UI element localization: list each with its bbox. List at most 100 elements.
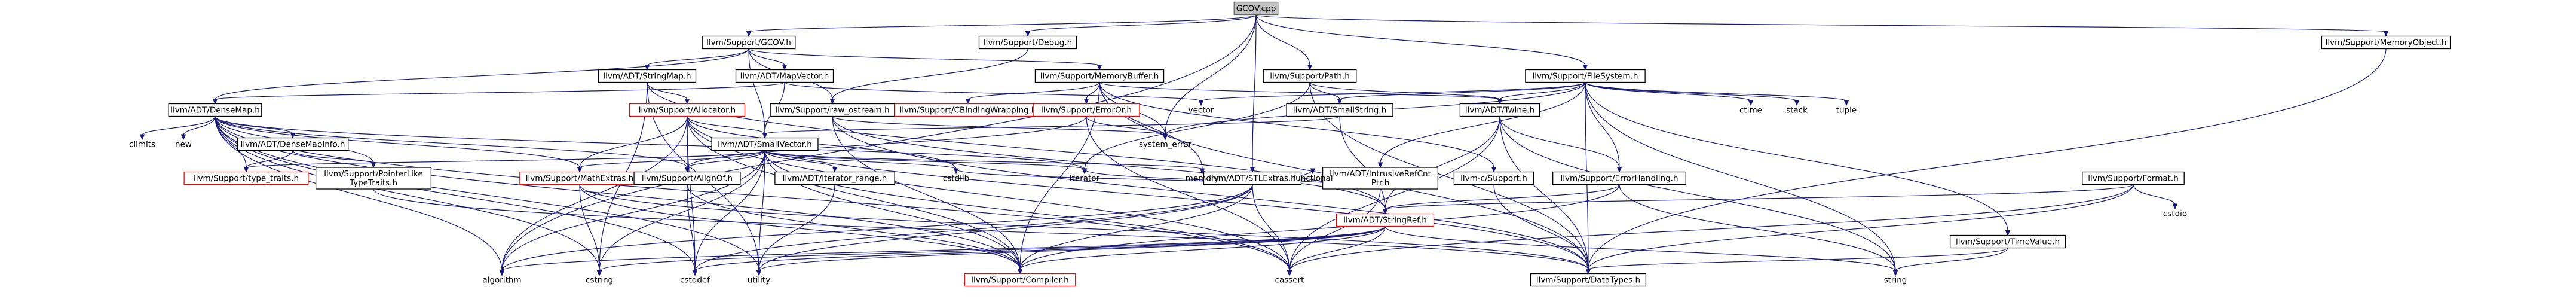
edge-supp_errhandling-to-string <box>1619 184 1896 272</box>
edge-supp_filesystem-to-vector <box>1200 81 1586 102</box>
node-label-cassert: cassert <box>1275 276 1304 285</box>
arrowhead-adt_stlextras-to-cstdlib <box>953 168 959 175</box>
arrowhead-adt_stringref-to-supp_compiler <box>1017 269 1023 275</box>
node-adt_densemapinfo[interactable]: llvm/ADT/DenseMapInfo.h <box>237 137 349 151</box>
arrowhead-supp_filesystem-to-adt_intrusive <box>1377 162 1383 169</box>
edge-supp_path-to-supp_datatypes <box>1309 82 1589 270</box>
node-label-ctime: ctime <box>1739 106 1762 115</box>
node-adt_smallstring[interactable]: llvm/ADT/SmallString.h <box>1286 103 1393 117</box>
arrowhead-supp_filesystem-to-adt_smallstring <box>1337 99 1343 105</box>
arrowhead-supp_erroror-to-system_error <box>1162 134 1168 141</box>
edge-adt_stringref-to-cstring <box>599 226 1386 272</box>
node-llvm_c_support[interactable]: llvm-c/Support.h <box>1453 171 1534 185</box>
node-box-supp_allocator <box>629 103 746 117</box>
edge-adt_stringmap-to-supp_allocator <box>647 82 688 100</box>
node-supp_compiler[interactable]: llvm/Support/Compiler.h <box>964 273 1076 287</box>
edge-adt_smallvector-to-supp_typetraits <box>246 150 765 169</box>
node-label-cstdlib: cstdlib <box>943 174 969 184</box>
node-box-supp_debug <box>978 35 1077 50</box>
node-supp_membuf[interactable]: llvm/Support/MemoryBuffer.h <box>1034 69 1165 83</box>
edge-adt_twine-to-supp_datatypes <box>1499 116 1589 270</box>
node-supp_erroror[interactable]: llvm/Support/ErrorOr.h <box>1033 103 1140 117</box>
node-adt_iterrange[interactable]: llvm/ADT/iterator_range.h <box>774 171 895 185</box>
edge-adt_densemap-to-adt_densemapinfo <box>215 116 293 135</box>
node-label-stack: stack <box>1786 106 1808 115</box>
node-supp_rawostream[interactable]: llvm/Support/raw_ostream.h <box>770 103 895 117</box>
edge-supp_filesystem-to-adt_smallstring <box>1339 81 1586 100</box>
node-system_error: system_error <box>1139 140 1192 150</box>
node-supp_filesystem[interactable]: llvm/Support/FileSystem.h <box>1525 69 1646 83</box>
node-supp_debug[interactable]: llvm/Support/Debug.h <box>978 35 1077 50</box>
node-label-llvm_c_support: llvm-c/Support.h <box>1460 174 1527 184</box>
arrowhead-supp_debug-to-supp_rawostream <box>829 99 835 105</box>
arrowhead-adt_twine-to-supp_errhandling <box>1616 167 1622 173</box>
arrowhead-supp_format-to-cstdio <box>2172 203 2178 210</box>
edge-gcov-to-system_error <box>1165 14 1257 136</box>
edge-supp_membuf-to-supp_erroror <box>1086 82 1100 100</box>
node-supp_alignof[interactable]: llvm/Support/AlignOf.h <box>633 171 741 185</box>
arrowhead-supp_filesystem-to-stack <box>1794 100 1800 106</box>
node-supp_format[interactable]: llvm/Support/Format.h <box>2082 171 2185 185</box>
node-label-supp_errhandling: llvm/Support/ErrorHandling.h <box>1560 174 1678 184</box>
arrowhead-adt_densemapinfo-to-supp_ptrlike <box>370 162 376 169</box>
node-label-supp_erroror: llvm/Support/ErrorOr.h <box>1041 106 1132 115</box>
node-supp_path[interactable]: llvm/Support/Path.h <box>1263 69 1357 83</box>
arrowhead-supp_gcov-to-supp_membuf <box>1096 65 1102 71</box>
edge-supp_format-to-supp_datatypes <box>1588 184 2134 270</box>
edge-adt_densemapinfo-to-supp_ptrlike <box>292 150 374 164</box>
arrowhead-supp_membuf-to-llvm_c_support <box>1491 167 1497 173</box>
node-supp_mathextras[interactable]: llvm/Support/MathExtras.h <box>519 171 640 185</box>
node-box-adt_smallstring <box>1286 103 1393 117</box>
node-adt_stringref[interactable]: llvm/ADT/StringRef.h <box>1336 213 1435 227</box>
node-adt_mapvector[interactable]: llvm/ADT/MapVector.h <box>735 69 834 83</box>
node-box-adt_twine <box>1459 103 1540 117</box>
arrowhead-adt_stringmap-to-supp_allocator <box>684 99 690 105</box>
node-adt_smallvector[interactable]: llvm/ADT/SmallVector.h <box>711 137 819 151</box>
edge-adt_twine-to-adt_stringref <box>1385 116 1500 210</box>
node-gcov[interactable]: GCOV.cpp <box>1233 1 1279 16</box>
node-label-adt_mapvector: llvm/ADT/MapVector.h <box>740 72 829 81</box>
node-box-supp_errhandling <box>1552 171 1686 185</box>
node-adt_stlextras[interactable]: llvm/ADT/STLExtras.h <box>1203 171 1302 185</box>
arrowhead-gcov-to-supp_memobj <box>2383 31 2389 37</box>
node-box-supp_filesystem <box>1525 69 1646 83</box>
node-supp_datatypes[interactable]: llvm/Support/DataTypes.h <box>1530 273 1647 287</box>
edge-adt_intrusive-to-cassert <box>1289 188 1381 272</box>
edge-supp_erroror-to-system_error <box>1086 116 1166 136</box>
node-box-adt_densemap <box>168 103 262 117</box>
node-supp_errhandling[interactable]: llvm/Support/ErrorHandling.h <box>1552 171 1686 185</box>
edge-adt_smallvector-to-supp_mathextras <box>579 150 765 169</box>
node-label-adt_stringref: llvm/ADT/StringRef.h <box>1343 216 1427 225</box>
node-box-supp_typetraits <box>183 171 309 185</box>
node-supp_gcov[interactable]: llvm/Support/GCOV.h <box>702 35 796 50</box>
node-cassert: cassert <box>1275 276 1304 285</box>
node-adt_stringmap[interactable]: llvm/ADT/StringMap.h <box>598 69 697 83</box>
node-supp_allocator[interactable]: llvm/Support/Allocator.h <box>629 103 746 117</box>
edge-adt_stringref-to-utility <box>758 226 1386 272</box>
node-label-system_error: system_error <box>1139 140 1192 150</box>
node-supp_typetraits[interactable]: llvm/Support/type_traits.h <box>183 171 309 185</box>
node-adt_twine[interactable]: llvm/ADT/Twine.h <box>1459 103 1540 117</box>
node-cstring: cstring <box>586 276 613 285</box>
node-supp_timevalue[interactable]: llvm/Support/TimeValue.h <box>1949 234 2066 249</box>
node-supp_memobj[interactable]: llvm/Support/MemoryObject.h <box>2321 35 2451 50</box>
edge-adt_mapvector-to-adt_densemap <box>215 81 785 100</box>
edge-supp_timevalue-to-string <box>1895 248 2008 272</box>
arrowhead-supp_format-to-adt_stringref <box>1382 209 1388 215</box>
edge-supp_format-to-cstdio <box>2133 184 2176 205</box>
edge-llvm_c_support-to-supp_datatypes <box>1493 184 1589 270</box>
node-box-supp_erroror <box>1033 103 1140 117</box>
edge-adt_stlextras-to-utility <box>758 184 1253 272</box>
node-supp_cbinding[interactable]: llvm/Support/CBindingWrapping.h <box>894 103 1042 117</box>
node-memory: memory <box>1186 174 1219 184</box>
arrowhead-supp_membuf-to-supp_cbinding <box>965 99 971 105</box>
edge-adt_smallvector-to-utility <box>758 150 765 272</box>
edge-supp_rawostream-to-adt_stringref <box>832 116 1386 210</box>
node-label-adt_twine: llvm/ADT/Twine.h <box>1465 106 1534 115</box>
node-adt_densemap[interactable]: llvm/ADT/DenseMap.h <box>168 103 262 117</box>
edge-adt_densemap-to-iterator <box>215 116 1085 170</box>
node-label-adt_iterrange: llvm/ADT/iterator_range.h <box>783 174 887 184</box>
